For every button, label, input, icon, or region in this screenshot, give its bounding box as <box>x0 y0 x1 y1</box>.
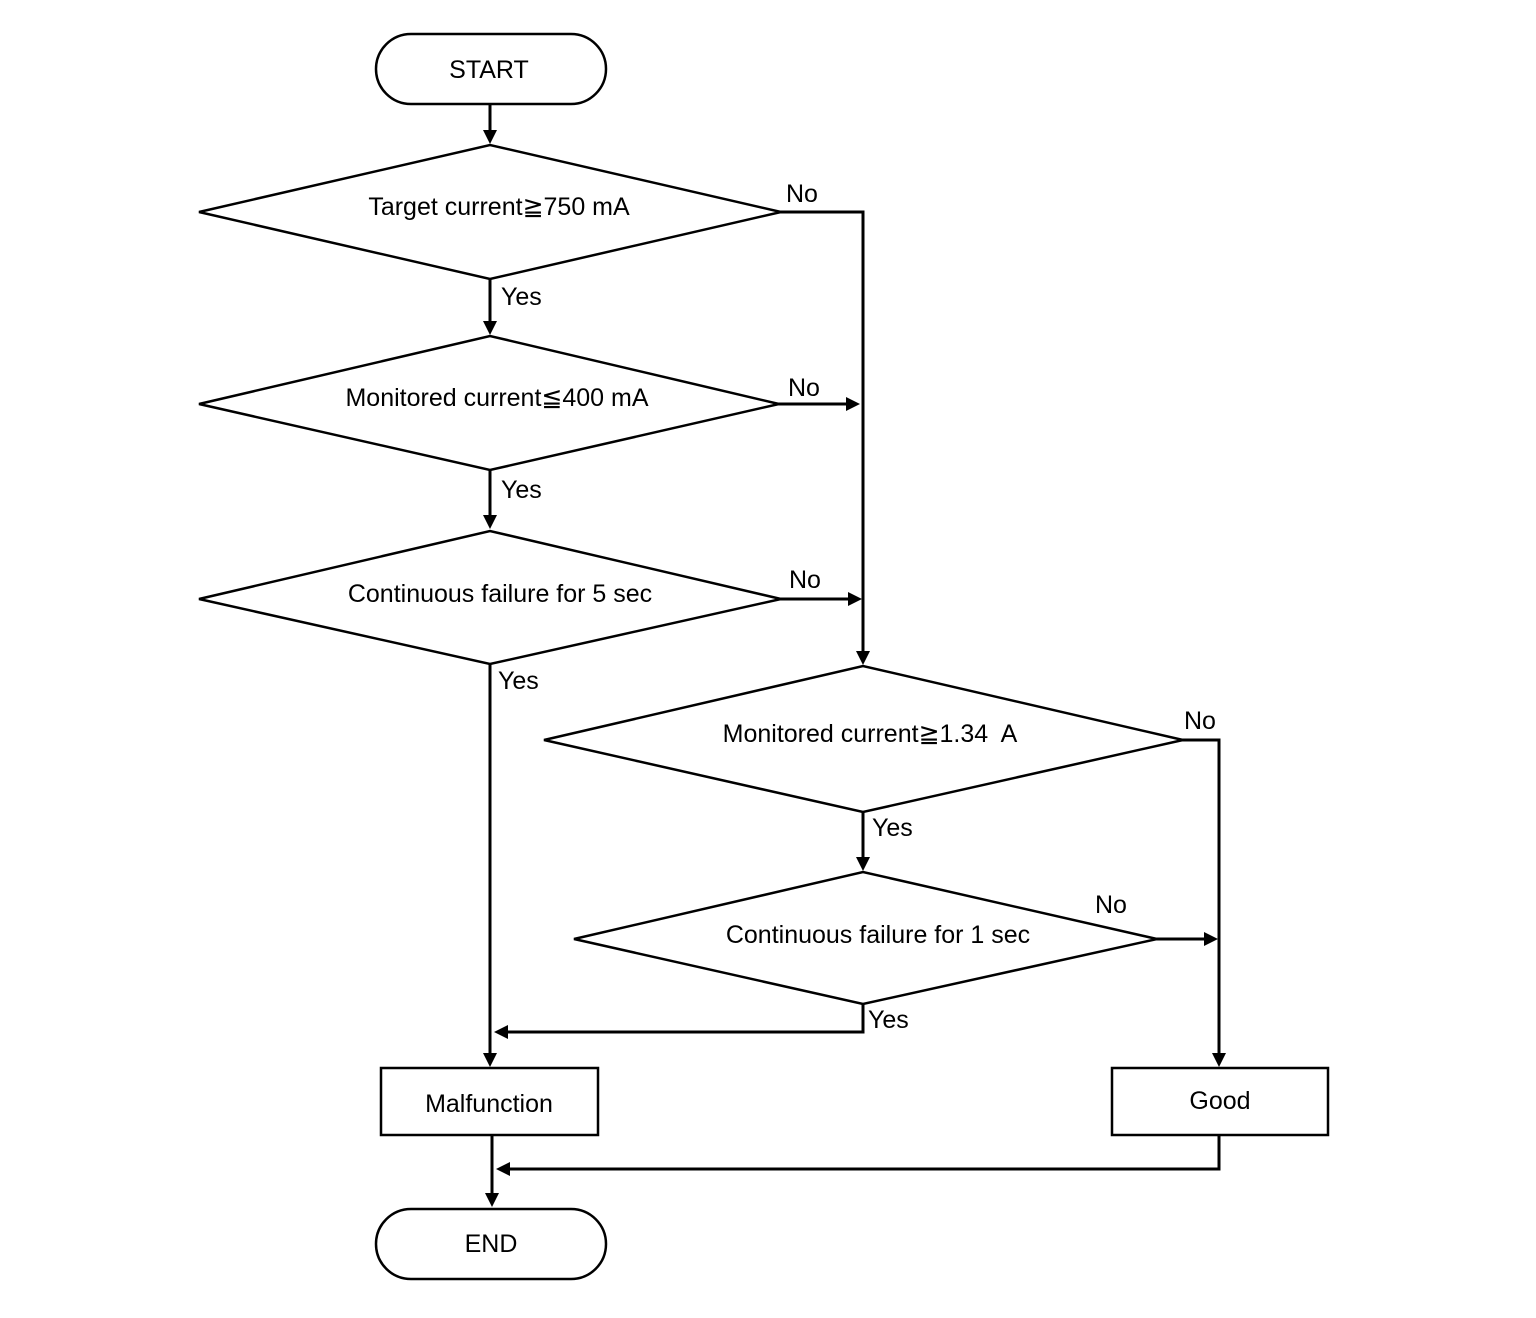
yes-label: Yes <box>868 1006 909 1034</box>
yes-label: Yes <box>501 476 542 504</box>
no-label: No <box>788 374 820 402</box>
no-label: No <box>789 566 821 594</box>
no-label: No <box>786 180 818 208</box>
end-label: END <box>465 1230 518 1258</box>
arrowhead <box>485 1193 499 1207</box>
arrowhead <box>856 651 870 665</box>
connector-target-no <box>780 210 865 652</box>
connector-monitored-high-no <box>1182 738 1221 1054</box>
arrowhead <box>494 1025 508 1039</box>
decision-failure-5sec-label: Continuous failure for 5 sec <box>348 580 652 608</box>
decision-monitored-low: Monitored current≦400 mA <box>198 334 780 472</box>
arrowhead <box>483 1053 497 1067</box>
arrowhead <box>1204 932 1218 946</box>
yes-label: Yes <box>498 667 539 695</box>
decision-failure-5sec: Continuous failure for 5 sec <box>198 529 782 666</box>
yes-label: Yes <box>501 283 542 311</box>
yes-label: Yes <box>872 814 913 842</box>
decision-monitored-high-label: Monitored current≧1.34 A <box>723 720 1018 748</box>
start-label: START <box>449 56 529 84</box>
arrowhead <box>848 592 862 606</box>
outcome-good-label: Good <box>1189 1087 1250 1115</box>
decision-target-current-label: Target current≧750 mA <box>368 193 630 221</box>
connector-good-to-end <box>508 1135 1221 1171</box>
decision-monitored-high: Monitored current≧1.34 A <box>543 664 1184 814</box>
no-label: No <box>1184 707 1216 735</box>
decision-failure-1sec-label: Continuous failure for 1 sec <box>726 921 1030 949</box>
outcome-malfunction: Malfunction <box>379 1066 600 1137</box>
arrowhead <box>496 1162 510 1176</box>
branch-labels: Yes Yes Yes Yes Yes No No No No No <box>498 180 1216 1034</box>
arrowhead <box>483 321 497 335</box>
arrowhead <box>483 515 497 529</box>
outcome-malfunction-label: Malfunction <box>425 1090 553 1118</box>
arrowhead <box>846 397 860 411</box>
start-terminal: START <box>374 32 608 106</box>
arrowhead <box>1212 1053 1226 1067</box>
connector-failure1-yes <box>506 1004 865 1034</box>
outcome-good: Good <box>1110 1066 1330 1137</box>
decision-failure-1sec: Continuous failure for 1 sec <box>573 870 1158 1006</box>
connectors <box>483 105 1226 1207</box>
no-label: No <box>1095 891 1127 919</box>
arrowhead <box>483 130 497 144</box>
decision-target-current: Target current≧750 mA <box>198 143 782 281</box>
arrowhead <box>856 857 870 871</box>
end-terminal: END <box>374 1207 608 1281</box>
decision-monitored-low-label: Monitored current≦400 mA <box>345 384 648 412</box>
